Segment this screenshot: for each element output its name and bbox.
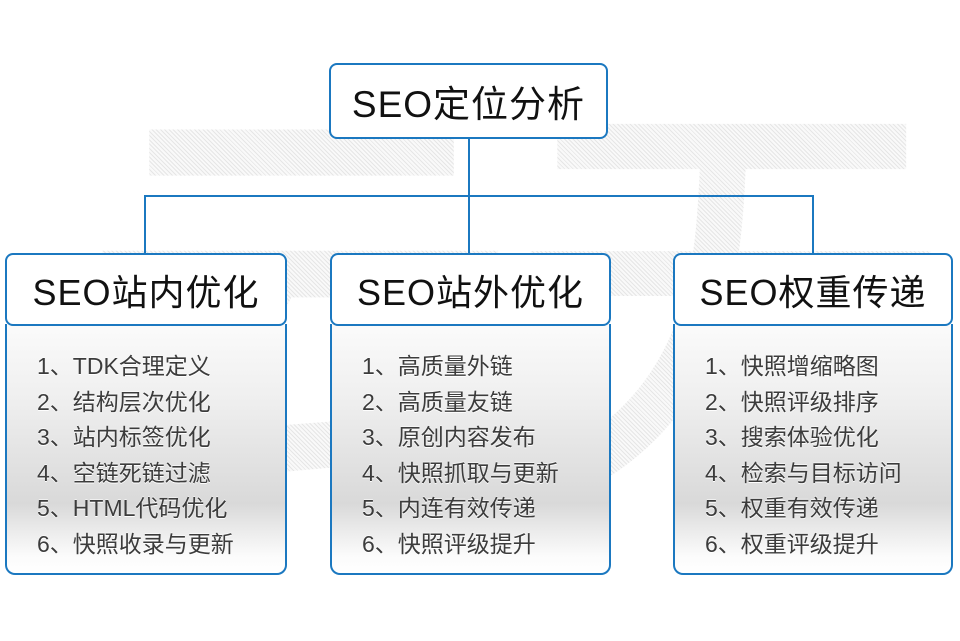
connector-drop-center (468, 195, 470, 254)
root-box-title: SEO定位分析 (351, 84, 586, 125)
connector-drop-right (812, 195, 814, 254)
list-item: 5、内连有效传递 (362, 495, 536, 521)
offsite-item-list-panel: 1、高质量外链 2、高质量友链 3、原创内容发布 4、快照抓取与更新 5、内连有… (330, 324, 611, 575)
connector-root-vertical (468, 139, 470, 196)
item-list: 1、快照增缩略图 2、快照评级排序 3、搜索体验优化 4、检索与目标访问 5、权… (675, 324, 951, 562)
column-title: SEO站内优化 (32, 271, 260, 313)
list-item: 1、TDK合理定义 (37, 353, 211, 379)
onsite-item-list-panel: 1、TDK合理定义 2、结构层次优化 3、站内标签优化 4、空链死链过滤 5、H… (5, 324, 287, 575)
column-offsite-optimization: SEO站外优化 1、高质量外链 2、高质量友链 3、原创内容发布 4、快照抓取与… (330, 253, 611, 575)
list-item: 4、快照抓取与更新 (362, 459, 559, 486)
list-item: 4、空链死链过滤 (37, 459, 211, 486)
column-onsite-optimization: SEO站内优化 1、TDK合理定义 2、结构层次优化 3、站内标签优化 4、空链… (5, 253, 287, 575)
column-title: SEO站外优化 (356, 271, 585, 313)
list-item: 4、检索与目标访问 (705, 459, 902, 486)
column-title: SEO权重传递 (699, 271, 927, 313)
list-item: 3、站内标签优化 (37, 424, 211, 450)
list-item: 3、搜索体验优化 (705, 424, 879, 450)
node-onsite-optimization: SEO站内优化 (5, 253, 287, 326)
weight-item-list-panel: 1、快照增缩略图 2、快照评级排序 3、搜索体验优化 4、检索与目标访问 5、权… (673, 324, 953, 575)
list-item: 2、结构层次优化 (37, 388, 211, 415)
item-list: 1、TDK合理定义 2、结构层次优化 3、站内标签优化 4、空链死链过滤 5、H… (7, 324, 285, 562)
list-item: 3、原创内容发布 (362, 424, 536, 450)
item-list: 1、高质量外链 2、高质量友链 3、原创内容发布 4、快照抓取与更新 5、内连有… (332, 324, 609, 562)
connector-drop-left (144, 195, 146, 254)
node-weight-transfer: SEO权重传递 (673, 253, 953, 326)
list-item: 1、高质量外链 (362, 353, 513, 379)
list-item: 6、快照评级提升 (362, 530, 536, 557)
node-offsite-optimization: SEO站外优化 (330, 253, 611, 326)
list-item: 1、快照增缩略图 (705, 353, 879, 379)
list-item: 5、HTML代码优化 (37, 495, 228, 521)
list-item: 5、权重有效传递 (705, 495, 879, 521)
list-item: 6、权重评级提升 (705, 530, 879, 557)
list-item: 2、高质量友链 (362, 388, 513, 415)
list-item: 6、快照收录与更新 (37, 530, 234, 557)
connector-horizontal (144, 195, 814, 197)
column-weight-transfer: SEO权重传递 1、快照增缩略图 2、快照评级排序 3、搜索体验优化 4、检索与… (673, 253, 953, 575)
node-seo-positioning-analysis: SEO定位分析 (329, 63, 608, 139)
list-item: 2、快照评级排序 (705, 388, 879, 415)
